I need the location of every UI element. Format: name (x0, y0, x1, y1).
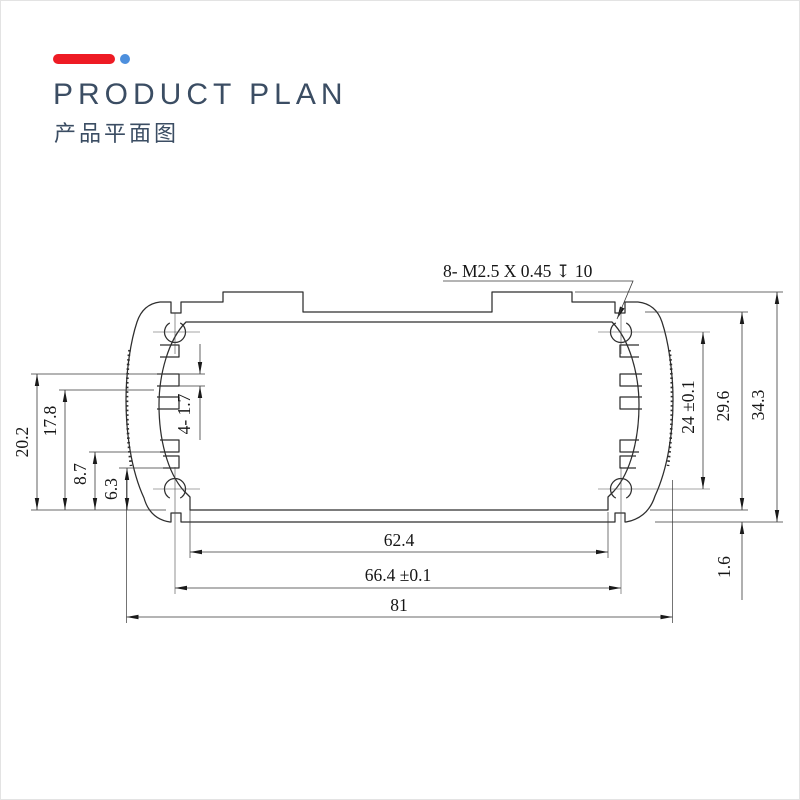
dim-20-2: 20.2 (12, 427, 32, 458)
dim-24: 24 ±0.1 (678, 380, 698, 433)
dim-34-3: 34.3 (748, 389, 768, 420)
thread-callout-label: 8- M2.5 X 0.45 ↧ 10 (443, 261, 593, 281)
centerlines (153, 313, 710, 594)
dim-8-7: 8.7 (70, 463, 90, 485)
red-accent-bar (53, 54, 115, 64)
left-wall-slots (157, 344, 180, 469)
enclosure-outer-profile (125, 291, 674, 523)
page-subtitle-cn: 产品平面图 (54, 121, 180, 146)
dim-slot-4x1-7: 4- 1.7 (174, 393, 194, 434)
dim-66-4: 66.4 ±0.1 (365, 565, 431, 585)
enclosure-inner-cavity (157, 321, 642, 511)
page-title: PRODUCT PLAN (53, 78, 348, 111)
callout-underline-leader (443, 280, 634, 320)
dim-17-8: 17.8 (40, 405, 60, 436)
dim-1-6: 1.6 (714, 556, 734, 578)
dimension-lines (34, 292, 780, 620)
extension-lines (31, 291, 783, 623)
dim-6-3: 6.3 (101, 478, 121, 500)
blue-accent-dot (120, 54, 130, 64)
dim-29-6: 29.6 (713, 390, 733, 421)
dim-81: 81 (390, 595, 408, 615)
left-knurl-serration (125, 349, 133, 467)
thread-callout: 8- M2.5 X 0.45 ↧ 10 (443, 261, 634, 320)
right-knurl-serration (666, 349, 674, 467)
dimension-labels: 20.2 17.8 8.7 6.3 4- 1.7 24 ±0.1 29.6 34… (12, 380, 768, 615)
arrowheads (34, 292, 780, 620)
screw-bosses (163, 322, 633, 499)
dim-62-4: 62.4 (384, 530, 415, 550)
right-wall-slots (619, 344, 642, 469)
